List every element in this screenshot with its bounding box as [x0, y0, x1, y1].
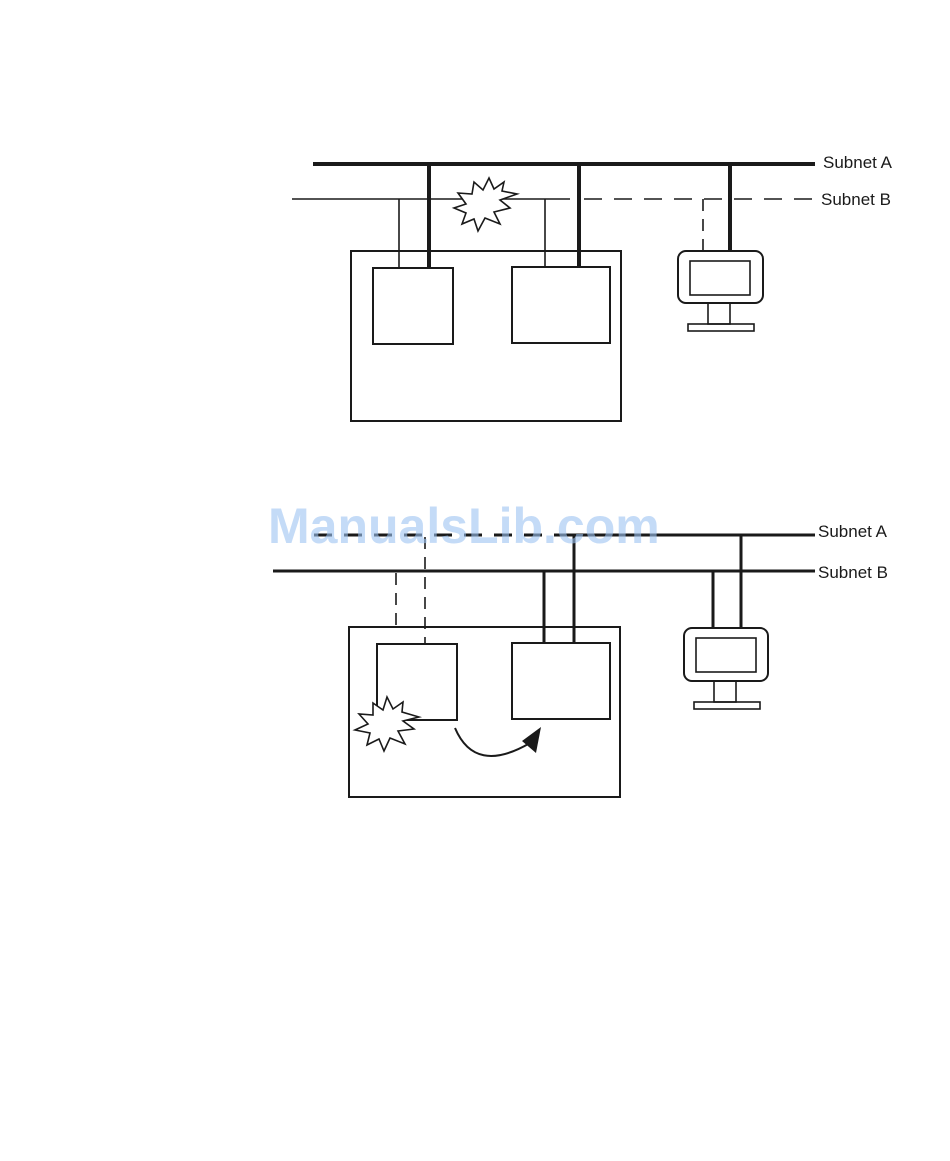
- top-failure-burst-icon: [454, 178, 517, 231]
- bottom-workstation-icon: [684, 628, 768, 709]
- bottom-subnet-a-label: Subnet A: [818, 522, 888, 541]
- failover-arrow: [455, 728, 530, 756]
- bottom-subnet-b-label: Subnet B: [818, 563, 888, 582]
- watermark-text: ManualsLib.com: [268, 498, 660, 554]
- top-chassis: [351, 251, 621, 421]
- top-subnet-a-label: Subnet A: [823, 153, 893, 172]
- top-diagram: [292, 164, 815, 421]
- top-module-left: [373, 268, 453, 344]
- bottom-diagram: [273, 535, 815, 797]
- top-module-right: [512, 267, 610, 343]
- bottom-module-right: [512, 643, 610, 719]
- top-subnet-b-label: Subnet B: [821, 190, 891, 209]
- failover-arrowhead-icon: [522, 727, 541, 753]
- top-workstation-icon: [678, 251, 763, 331]
- bottom-failure-burst-icon: [355, 697, 419, 751]
